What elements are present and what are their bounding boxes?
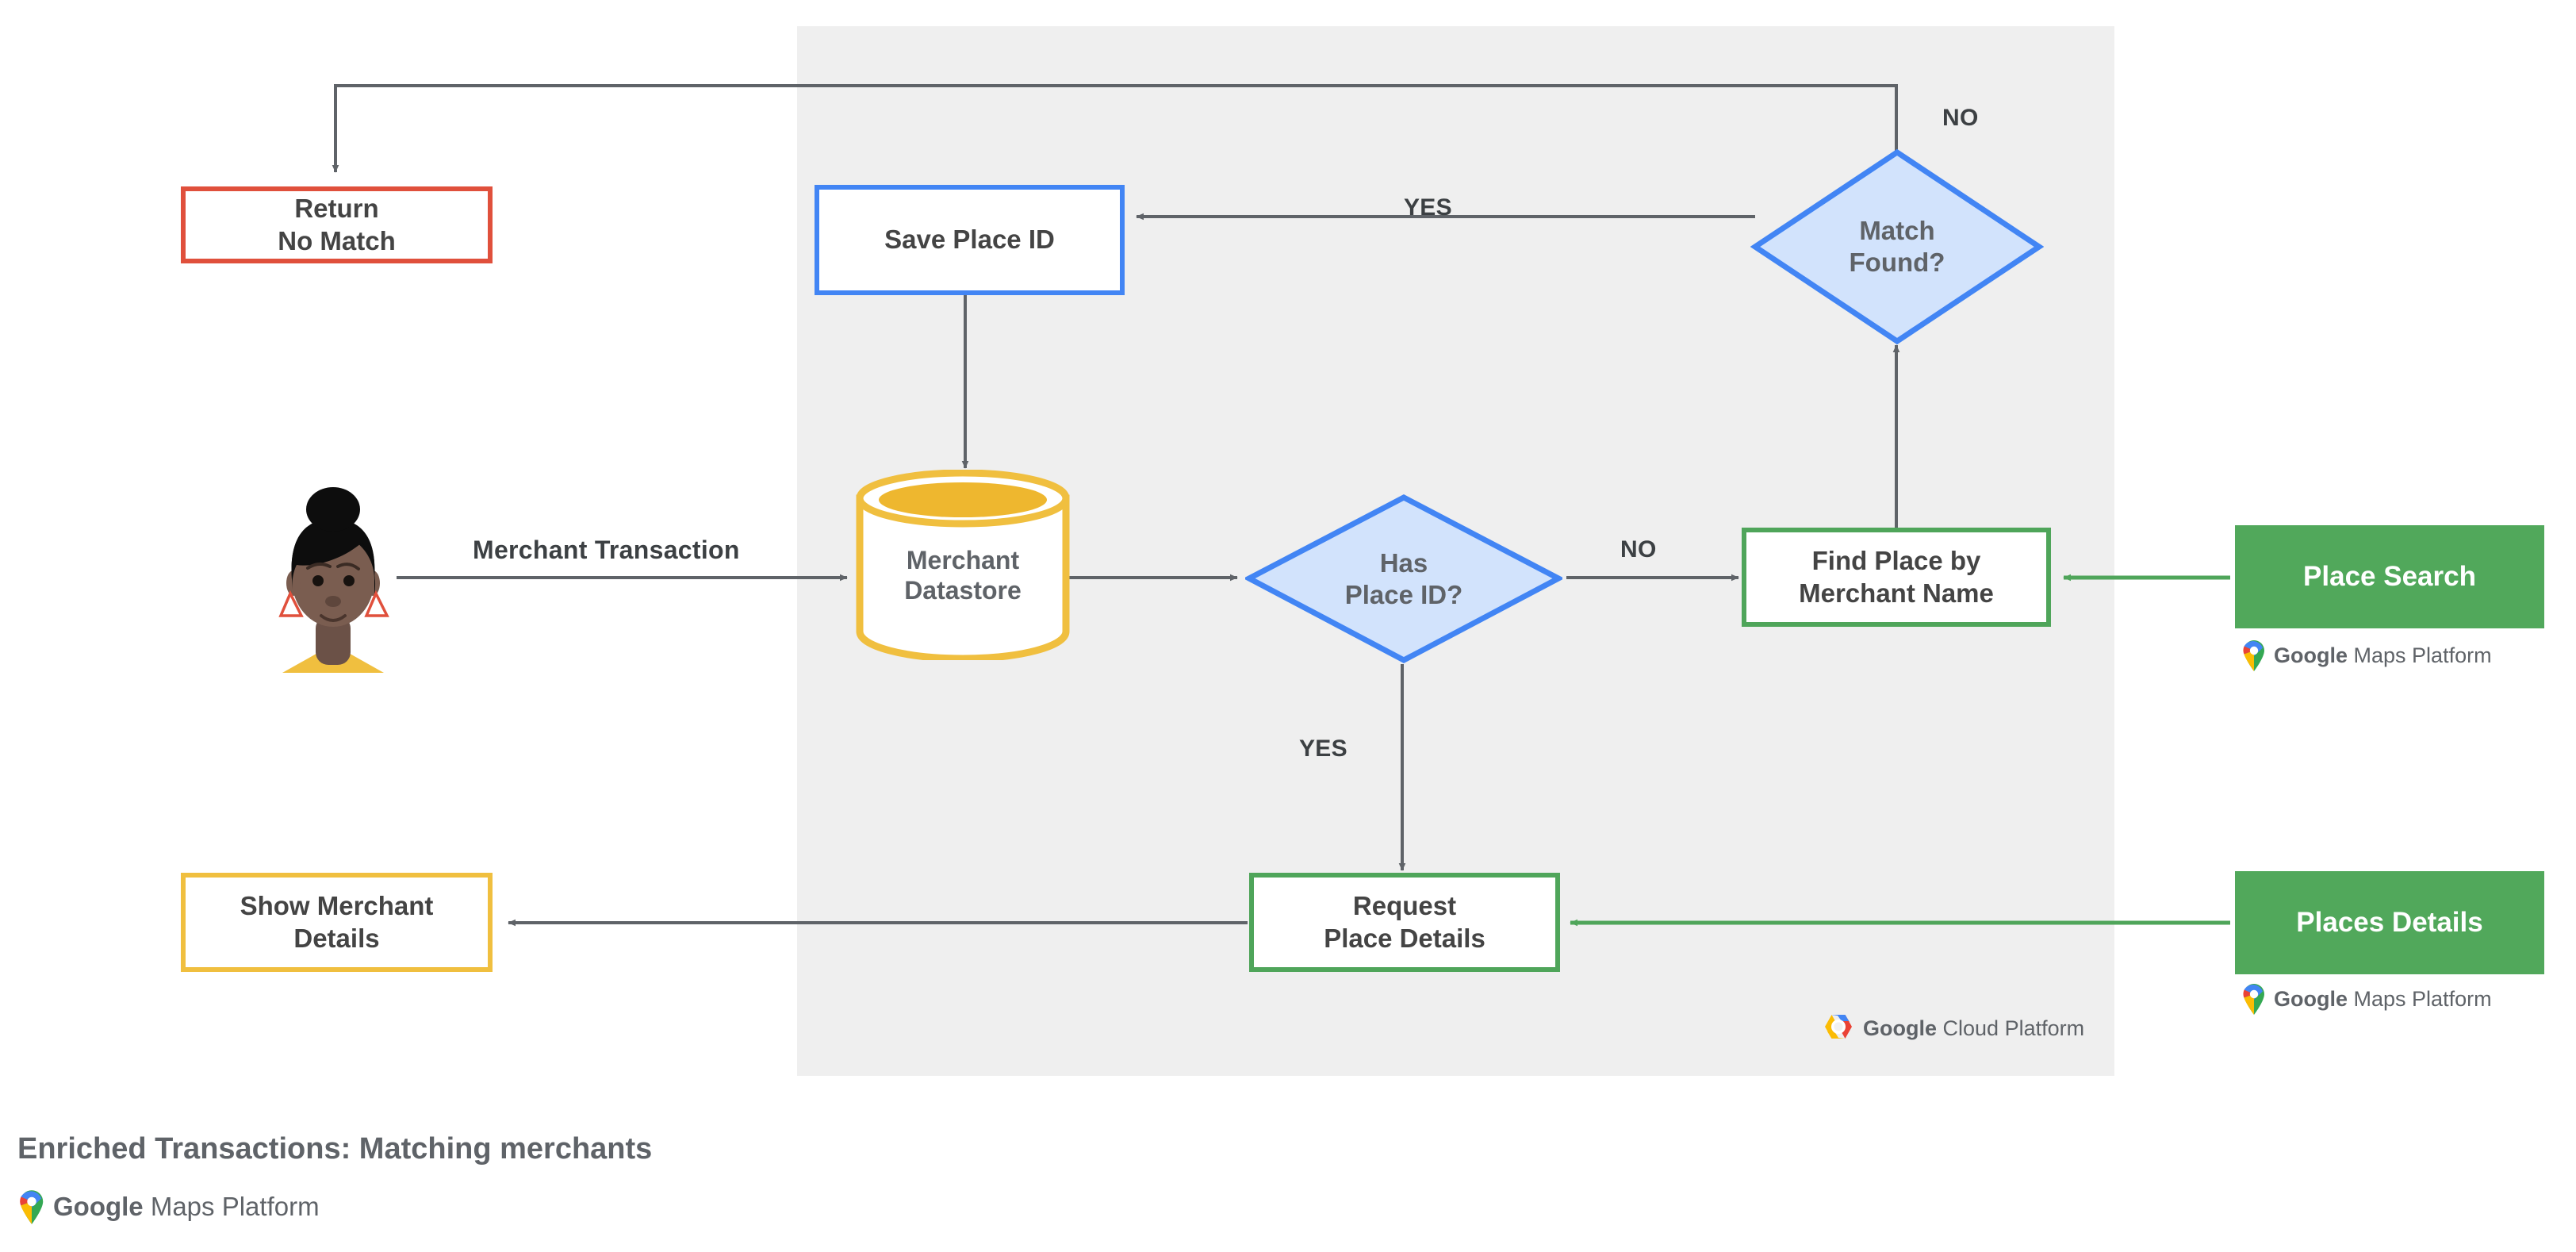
node-find-place-label: Find Place by Merchant Name bbox=[1799, 545, 1994, 609]
maps-platform-logo-text: Google Maps Platform bbox=[2274, 987, 2492, 1012]
maps-pin-icon bbox=[20, 1190, 44, 1224]
label-line-2: Place Details bbox=[1324, 923, 1485, 953]
match-found-diamond-shape bbox=[1750, 148, 2044, 345]
node-save-place-id-label: Save Place ID bbox=[884, 225, 1055, 255]
label-line-2: Merchant Name bbox=[1799, 578, 1994, 608]
logo-product: Maps Platform bbox=[2353, 986, 2492, 1011]
node-show-merchant-details-label: Show Merchant Details bbox=[240, 890, 434, 954]
node-request-place-details-label: Request Place Details bbox=[1324, 890, 1485, 954]
page-caption: Enriched Transactions: Matching merchant… bbox=[17, 1132, 653, 1166]
label-line-2: Details bbox=[293, 923, 380, 953]
node-show-merchant-details[interactable]: Show Merchant Details bbox=[181, 873, 493, 972]
maps-platform-logo-footer: Google Maps Platform bbox=[17, 1189, 320, 1225]
label-line-2: No Match bbox=[278, 225, 396, 255]
label-line-1: Return bbox=[294, 194, 379, 224]
merchant-customer-avatar bbox=[262, 460, 404, 674]
maps-platform-logo-place-search: Google Maps Platform bbox=[2241, 639, 2492, 672]
edge-label-match-found-no: NO bbox=[1942, 105, 1979, 131]
logo-product: Cloud Platform bbox=[1942, 1016, 2085, 1040]
node-return-no-match[interactable]: Return No Match bbox=[181, 186, 493, 263]
maps-pin-icon bbox=[2243, 984, 2264, 1015]
edge-label-match-found-yes: YES bbox=[1404, 194, 1452, 221]
logo-product: Maps Platform bbox=[150, 1192, 320, 1221]
cloud-platform-hexagon-icon bbox=[1825, 1015, 1852, 1039]
node-save-place-id[interactable]: Save Place ID bbox=[815, 185, 1125, 295]
label-line-1: Request bbox=[1352, 891, 1457, 921]
logo-brand: Google bbox=[53, 1192, 144, 1221]
node-places-details[interactable]: Places Details bbox=[2235, 871, 2544, 974]
cloud-platform-logo-text: Google Cloud Platform bbox=[1863, 1016, 2084, 1041]
maps-platform-logo-text: Google Maps Platform bbox=[2274, 643, 2492, 668]
maps-platform-logo-places-details: Google Maps Platform bbox=[2241, 982, 2492, 1016]
logo-brand: Google bbox=[1863, 1016, 1937, 1040]
datastore-cylinder-shape bbox=[856, 470, 1070, 660]
label-line-1: Show Merchant bbox=[240, 891, 434, 921]
node-match-found[interactable]: Match Found? bbox=[1750, 148, 2044, 346]
edge-label-merchant-transaction: Merchant Transaction bbox=[473, 536, 740, 564]
node-has-place-id[interactable]: Has Place ID? bbox=[1245, 494, 1562, 664]
has-place-id-diamond-shape bbox=[1245, 494, 1562, 663]
edge-label-has-place-id-yes: YES bbox=[1299, 735, 1347, 762]
logo-brand: Google bbox=[2274, 643, 2348, 667]
node-place-search[interactable]: Place Search bbox=[2235, 525, 2544, 628]
node-request-place-details[interactable]: Request Place Details bbox=[1249, 873, 1560, 972]
label-line-1: Find Place by bbox=[1811, 546, 1981, 576]
node-find-place-by-merchant-name[interactable]: Find Place by Merchant Name bbox=[1742, 528, 2051, 627]
maps-pin-icon bbox=[2243, 640, 2264, 671]
node-return-no-match-label: Return No Match bbox=[278, 193, 396, 257]
logo-product: Maps Platform bbox=[2353, 643, 2492, 667]
logo-brand: Google bbox=[2274, 986, 2348, 1011]
maps-platform-logo-text: Google Maps Platform bbox=[53, 1192, 320, 1222]
edge-label-has-place-id-no: NO bbox=[1620, 536, 1657, 563]
node-place-search-label: Place Search bbox=[2303, 561, 2476, 592]
node-merchant-datastore[interactable]: Merchant Datastore bbox=[852, 470, 1074, 660]
node-places-details-label: Places Details bbox=[2296, 907, 2483, 938]
cloud-platform-logo: Google Cloud Platform bbox=[1821, 1012, 2084, 1044]
